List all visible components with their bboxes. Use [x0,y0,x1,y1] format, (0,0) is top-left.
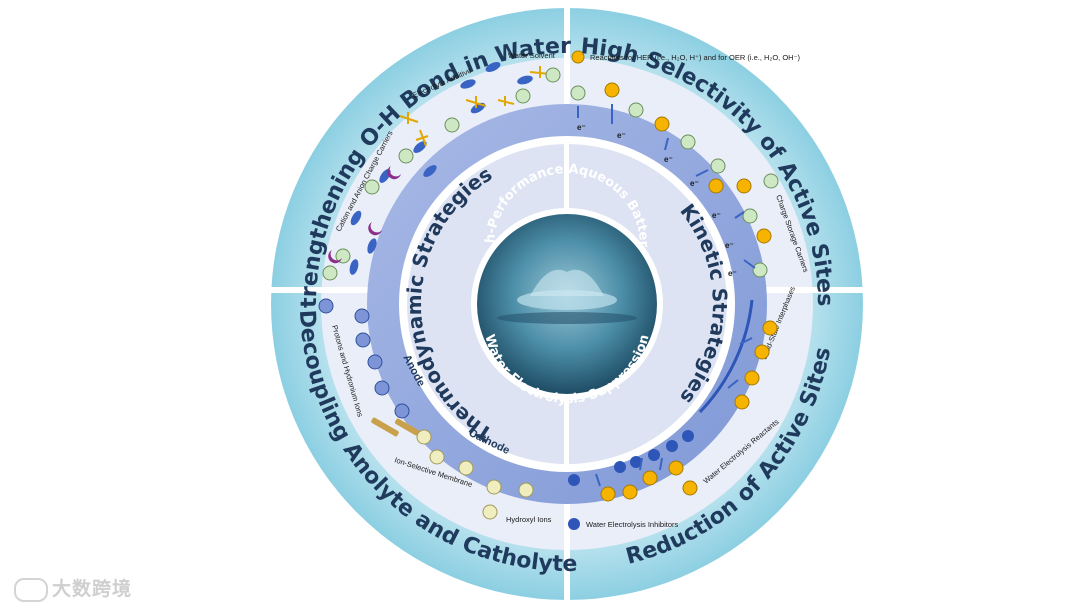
sei-layer [698,299,754,414]
svg-text:e⁻: e⁻ [664,155,673,164]
we-reactant-balls [600,320,778,502]
watermark: 大数跨境 [14,574,132,602]
electron-arrows [577,104,756,269]
crescent-anions [328,166,401,264]
we-arrows [595,337,753,487]
water-solvent-label: Water Solvent [508,51,556,60]
water-molecules [349,62,533,275]
svg-text:e⁻: e⁻ [617,131,626,140]
reactants-label: Reactants for HER (i.e., H₂O, H⁺) and fo… [590,53,801,62]
hydroxyl-label: Hydroxyl Ions [506,515,552,524]
svg-text:e⁻: e⁻ [577,123,586,132]
green-ions [322,67,561,281]
watermark-text: 大数跨境 [52,578,133,600]
electron-labels: e⁻ e⁻ e⁻ e⁻ e⁻ e⁻ e⁻ [577,123,737,278]
reactant-balls [604,82,772,244]
svg-text:e⁻: e⁻ [712,211,721,220]
svg-text:e⁻: e⁻ [728,269,737,278]
we-inhibitors-label: Water Electrolysis Inhibitors [586,520,678,529]
storage-balls [570,85,779,278]
membrane [371,417,420,437]
proton-balls [318,298,410,419]
svg-text:e⁻: e⁻ [690,179,699,188]
inhibitor-balls [568,430,694,486]
svg-text:e⁻: e⁻ [725,241,734,250]
hydroxyl-balls [416,429,534,520]
watermark-logo-icon [14,577,48,602]
